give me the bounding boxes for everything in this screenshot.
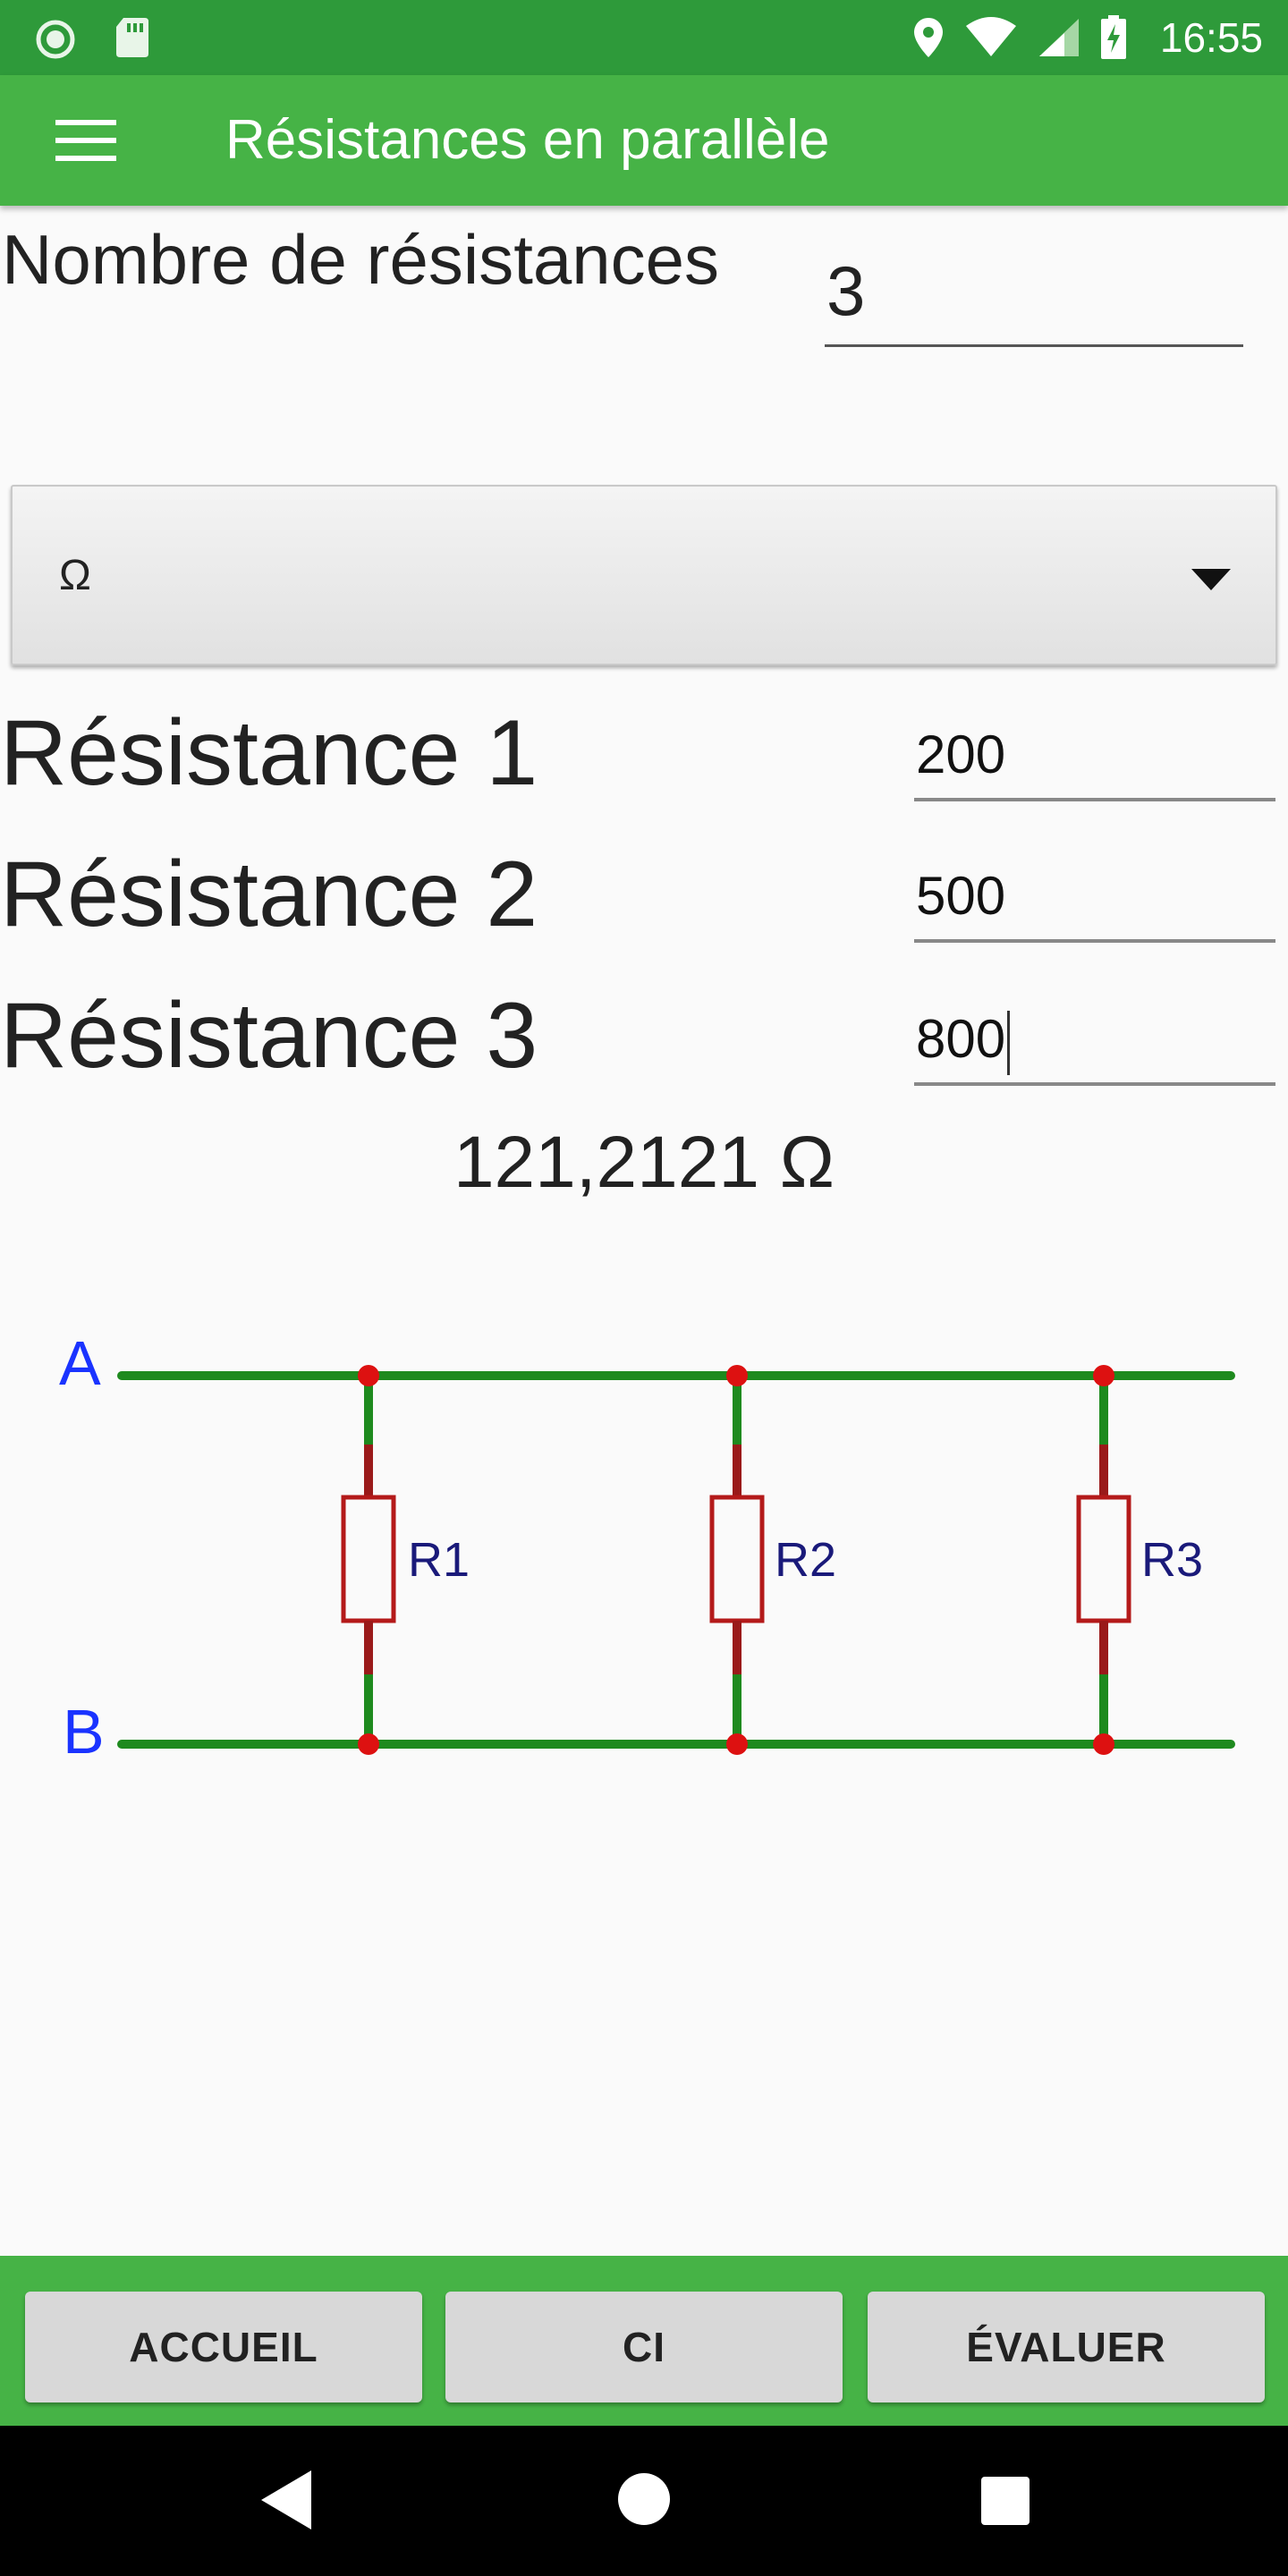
app-bar: Résistances en parallèle: [0, 75, 1288, 206]
resistor-r2: [709, 1495, 765, 1623]
location-icon: [914, 18, 943, 57]
result-value: 121,2121 Ω: [453, 1122, 835, 1203]
status-bar: 16:55: [0, 0, 1288, 75]
resistor-r1-label: R1: [408, 1533, 470, 1587]
resistance-1-label: Résistance 1: [0, 701, 538, 805]
evaluate-button[interactable]: ÉVALUER: [868, 2292, 1265, 2402]
node-r3-bottom: [1093, 1733, 1114, 1755]
resistance-2-input[interactable]: 500: [914, 857, 1275, 943]
hamburger-menu-icon[interactable]: [55, 120, 116, 161]
status-time: 16:55: [1159, 14, 1263, 61]
node-r2-top: [726, 1365, 748, 1386]
home-icon[interactable]: [617, 2472, 671, 2526]
branch-r3: [1076, 1365, 1131, 1755]
node-a-label: A: [59, 1328, 101, 1398]
node-r1-bottom: [358, 1733, 379, 1755]
resistance-2-label: Résistance 2: [0, 843, 538, 946]
branch-r2: [709, 1365, 765, 1755]
page-title: Résistances en parallèle: [225, 109, 830, 171]
resistor-r2-label: R2: [775, 1533, 836, 1587]
sd-card-icon: [116, 18, 148, 57]
status-icons: [912, 14, 1127, 61]
recent-apps-icon[interactable]: [980, 2476, 1030, 2526]
node-b-label: B: [63, 1697, 105, 1767]
unit-select[interactable]: Ω: [11, 485, 1277, 665]
resistance-1-input[interactable]: 200: [914, 716, 1275, 801]
dropdown-arrow-icon: [1191, 569, 1231, 590]
ci-button[interactable]: CI: [445, 2292, 843, 2402]
resistor-count-input[interactable]: 3: [825, 242, 1243, 347]
wifi-icon: [966, 17, 1016, 56]
text-cursor: [1007, 1011, 1011, 1076]
circle-indicator-icon: [36, 20, 75, 59]
branch-r1: [341, 1365, 396, 1755]
resistor-r3: [1076, 1495, 1131, 1623]
parallel-circuit-diagram: A B R1 R2 R3: [59, 1328, 1235, 1767]
resistance-3-label: Résistance 3: [0, 984, 538, 1088]
resistance-3-input[interactable]: 800: [914, 1000, 1275, 1086]
resistor-r1: [341, 1495, 396, 1623]
resistor-r3-label: R3: [1141, 1533, 1203, 1587]
resistor-count-label: Nombre de résistances: [2, 220, 720, 299]
resistance-3-value: 800: [916, 1009, 1006, 1069]
signal-icon: [1039, 19, 1079, 56]
bottom-button-bar: ACCUEIL CI ÉVALUER: [0, 2256, 1288, 2426]
node-r1-top: [358, 1365, 379, 1386]
back-icon[interactable]: [259, 2469, 313, 2531]
node-r2-bottom: [726, 1733, 748, 1755]
system-nav-bar: [0, 2426, 1288, 2576]
home-button[interactable]: ACCUEIL: [25, 2292, 422, 2402]
unit-select-value: Ω: [59, 552, 91, 599]
battery-charging-icon: [1101, 15, 1126, 59]
node-r3-top: [1093, 1365, 1114, 1386]
